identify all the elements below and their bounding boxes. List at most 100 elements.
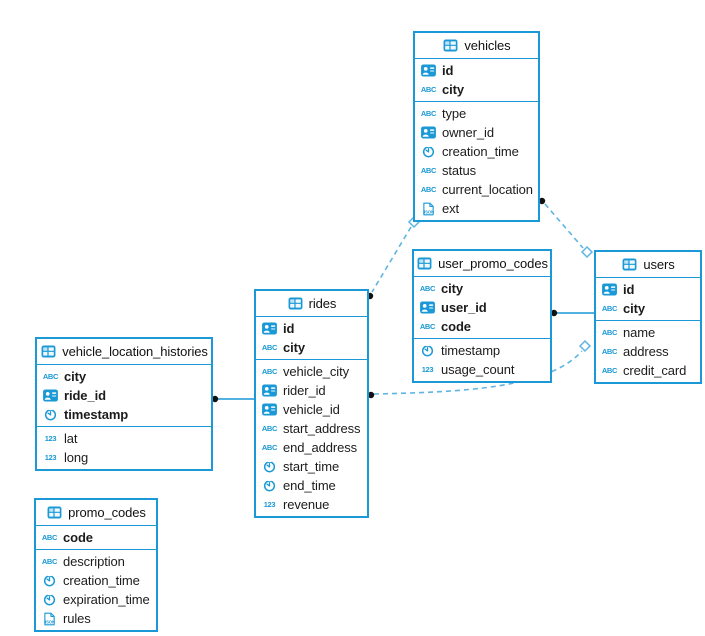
column-name: city: [283, 340, 306, 355]
column-row-code[interactable]: ABC code: [36, 528, 156, 547]
connection-vehicle_location_histories-rides: [211, 395, 254, 403]
column-row-ride_id[interactable]: ride_id: [37, 386, 211, 405]
column-row-city[interactable]: ABC city: [415, 80, 538, 99]
connection-user_promo_codes-users: [550, 309, 594, 317]
column-row-creation_time[interactable]: creation_time: [36, 571, 156, 590]
column-name: expiration_time: [63, 592, 150, 607]
column-name: description: [63, 554, 125, 569]
id-badge-icon: [420, 64, 437, 77]
column-name: end_time: [283, 478, 336, 493]
column-row-user_id[interactable]: user_id: [414, 298, 550, 317]
table-header[interactable]: user_promo_codes: [414, 251, 550, 277]
table-title: rides: [308, 296, 337, 311]
table-vehicles[interactable]: vehicles id ABC city ABC type owner_id c…: [413, 31, 540, 222]
table-header[interactable]: users: [596, 252, 700, 278]
column-row-end_address[interactable]: ABC end_address: [256, 438, 367, 457]
number-123-icon: 123: [44, 433, 57, 443]
column-name: id: [442, 63, 454, 78]
column-row-credit_card[interactable]: ABC credit_card: [596, 361, 700, 380]
table-icon: [287, 297, 304, 310]
table-header[interactable]: vehicle_location_histories: [37, 339, 211, 365]
column-row-long[interactable]: 123 long: [37, 448, 211, 467]
column-row-type[interactable]: ABC type: [415, 104, 538, 123]
column-row-rules[interactable]: JSON rules: [36, 609, 156, 628]
svg-text:JSON: JSON: [423, 209, 434, 214]
clock-icon: [420, 145, 437, 158]
columns-section: 123 lat 123 long: [37, 427, 211, 469]
column-name: timestamp: [64, 407, 129, 422]
column-row-owner_id[interactable]: owner_id: [415, 123, 538, 142]
column-row-name[interactable]: ABC name: [596, 323, 700, 342]
key-columns-section: ABC city user_id ABC code: [414, 277, 550, 339]
clock-icon: [261, 460, 278, 473]
column-row-usage_count[interactable]: 123 usage_count: [414, 360, 550, 379]
column-row-timestamp[interactable]: timestamp: [37, 405, 211, 424]
key-columns-section: ABC city ride_id timestamp: [37, 365, 211, 427]
table-users[interactable]: users id ABC city ABC name ABC address A…: [594, 250, 702, 384]
column-name: id: [283, 321, 295, 336]
column-row-current_location[interactable]: ABC current_location: [415, 180, 538, 199]
id-badge-icon: [419, 301, 436, 314]
column-name: ext: [442, 201, 460, 216]
column-row-expiration_time[interactable]: expiration_time: [36, 590, 156, 609]
json-document-icon: JSON: [41, 612, 58, 626]
column-row-vehicle_id[interactable]: vehicle_id: [256, 400, 367, 419]
column-row-ext[interactable]: JSON ext: [415, 199, 538, 218]
column-row-address[interactable]: ABC address: [596, 342, 700, 361]
column-name: rules: [63, 611, 91, 626]
column-name: city: [442, 82, 465, 97]
column-row-start_address[interactable]: ABC start_address: [256, 419, 367, 438]
column-row-vehicle_city[interactable]: ABC vehicle_city: [256, 362, 367, 381]
column-name: code: [63, 530, 93, 545]
column-row-city[interactable]: ABC city: [37, 367, 211, 386]
column-row-id[interactable]: id: [256, 319, 367, 338]
column-row-city[interactable]: ABC city: [256, 338, 367, 357]
column-row-timestamp[interactable]: timestamp: [414, 341, 550, 360]
abc-text-icon: ABC: [420, 108, 437, 118]
column-row-id[interactable]: id: [415, 61, 538, 80]
table-header[interactable]: promo_codes: [36, 500, 156, 526]
id-badge-icon: [42, 389, 59, 402]
column-row-end_time[interactable]: end_time: [256, 476, 367, 495]
table-promo_codes[interactable]: promo_codes ABC code ABC description cre…: [34, 498, 158, 632]
columns-section: ABC name ABC address ABC credit_card: [596, 321, 700, 382]
clock-icon: [261, 479, 278, 492]
column-row-status[interactable]: ABC status: [415, 161, 538, 180]
column-row-id[interactable]: id: [596, 280, 700, 299]
cardinality-diamond: [580, 245, 594, 259]
column-row-rider_id[interactable]: rider_id: [256, 381, 367, 400]
table-icon: [416, 257, 433, 270]
columns-section: timestamp 123 usage_count: [414, 339, 550, 381]
table-header[interactable]: rides: [256, 291, 367, 317]
abc-text-icon: ABC: [41, 532, 58, 542]
column-row-lat[interactable]: 123 lat: [37, 429, 211, 448]
table-rides[interactable]: rides id ABC city ABC vehicle_city rider…: [254, 289, 369, 518]
column-name: city: [623, 301, 646, 316]
table-title: users: [643, 257, 675, 272]
column-name: timestamp: [441, 343, 501, 358]
column-name: owner_id: [442, 125, 494, 140]
clock-icon: [41, 574, 58, 587]
column-row-code[interactable]: ABC code: [414, 317, 550, 336]
abc-text-icon: ABC: [42, 371, 59, 381]
abc-text-icon: ABC: [261, 366, 278, 376]
table-user_promo_codes[interactable]: user_promo_codes ABC city user_id ABC co…: [412, 249, 552, 383]
abc-text-icon: ABC: [601, 303, 618, 313]
column-row-description[interactable]: ABC description: [36, 552, 156, 571]
key-columns-section: ABC code: [36, 526, 156, 550]
key-columns-section: id ABC city: [596, 278, 700, 321]
table-vehicle_location_histories[interactable]: vehicle_location_histories ABC city ride…: [35, 337, 213, 471]
clock-icon: [419, 344, 436, 357]
key-columns-section: id ABC city: [256, 317, 367, 360]
column-row-start_time[interactable]: start_time: [256, 457, 367, 476]
column-row-city[interactable]: ABC city: [596, 299, 700, 318]
abc-text-icon: ABC: [261, 423, 278, 433]
column-row-creation_time[interactable]: creation_time: [415, 142, 538, 161]
column-name: usage_count: [441, 362, 515, 377]
table-header[interactable]: vehicles: [415, 33, 538, 59]
column-row-city[interactable]: ABC city: [414, 279, 550, 298]
column-row-revenue[interactable]: 123 revenue: [256, 495, 367, 514]
abc-text-icon: ABC: [601, 327, 618, 337]
column-name: lat: [64, 431, 78, 446]
